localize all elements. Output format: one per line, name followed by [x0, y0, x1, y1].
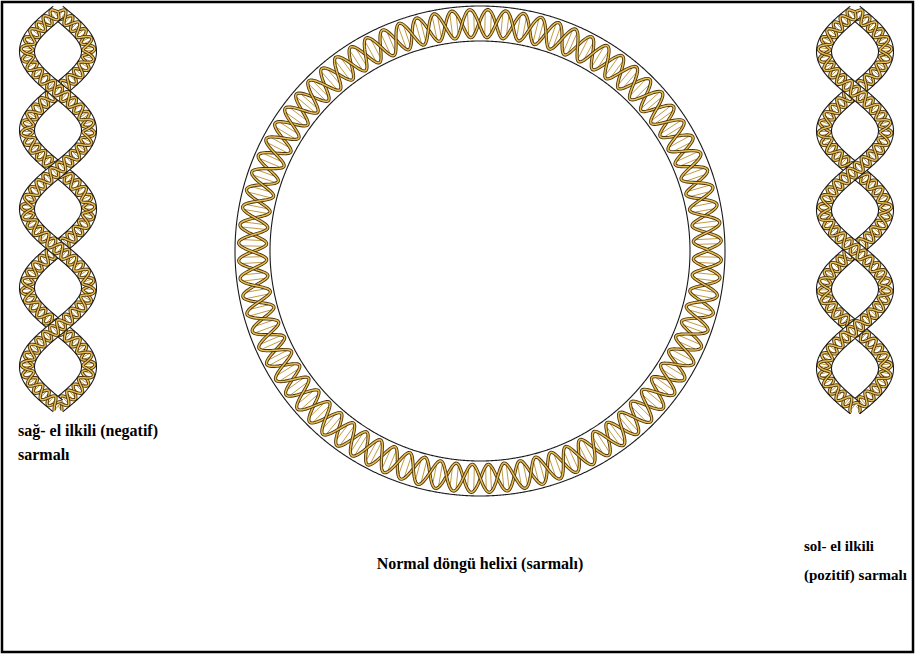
dna-strand — [818, 12, 892, 412]
band-ground — [824, 12, 886, 408]
band-ground — [253, 24, 708, 479]
dna-strand — [239, 10, 722, 493]
figure-label-box: sağ- el ilkili (negatif) sarmalı — [18, 419, 158, 467]
figure-label: sol- el ilkili (pozitif) sarmalı — [804, 532, 908, 590]
circular-dna — [235, 6, 725, 496]
band-ground — [824, 12, 886, 408]
band-outline — [270, 41, 690, 461]
dna-strand — [21, 12, 95, 411]
figure-label: sağ- el ilkili (negatif) sarmalı — [18, 419, 158, 467]
dna-strand — [239, 10, 722, 493]
band-outline — [20, 6, 82, 412]
dna-strand — [818, 12, 892, 412]
dna-strand — [21, 12, 95, 411]
dna-strand — [21, 12, 95, 411]
dna-strand — [21, 12, 95, 411]
figure-label-box: sol- el ilkili (pozitif) sarmalı — [804, 532, 908, 590]
supercoil-negative — [20, 6, 97, 412]
figure-label-box: Normal döngü helixi (sarmalı) — [280, 553, 680, 575]
band-outline — [35, 6, 97, 412]
figure-label: Normal döngü helixi (sarmalı) — [280, 553, 680, 575]
band-outline — [235, 6, 725, 496]
band-outline — [832, 6, 894, 414]
supercoil-positive — [817, 6, 894, 414]
dna-strand — [239, 10, 722, 493]
band-outline — [35, 18, 97, 400]
band-outline — [832, 18, 894, 402]
band-outline — [817, 6, 879, 414]
dna-strand — [239, 10, 722, 493]
